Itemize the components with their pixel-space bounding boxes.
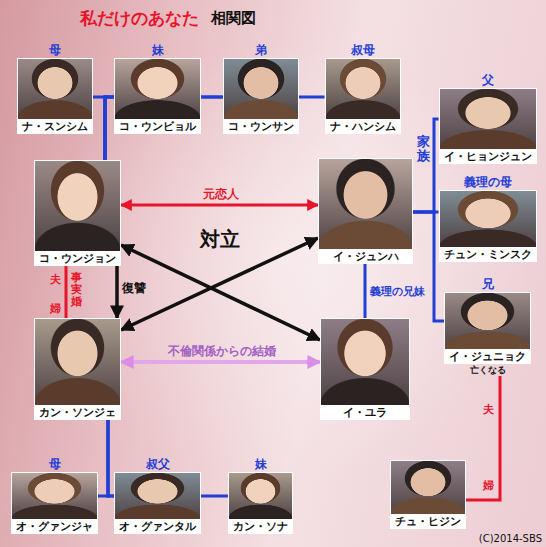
chart-title: 私だけのあなた (80, 7, 199, 30)
person-name: オ・グァンタル (114, 520, 201, 534)
portrait-photo (34, 318, 121, 406)
person-name: イ・ヒョンジュン (439, 150, 537, 164)
person-card: 妹コ・ウンビョル (114, 42, 201, 134)
chart-subtitle: 相関図 (211, 9, 256, 28)
person-name: コ・ウンサン (223, 120, 299, 134)
note-text: 亡くなる (444, 364, 531, 376)
relation-label: 義理の兄妹 (370, 284, 425, 299)
relation-line (364, 264, 367, 318)
person-name: ナ・スンシム (17, 120, 93, 134)
relation-line (121, 238, 318, 330)
relation-label: 元恋人 (203, 186, 239, 203)
portrait-photo (390, 460, 466, 515)
relation-note: 婦 (483, 478, 494, 493)
person-card: イ・ユラ (320, 318, 410, 420)
relation-heading: 妹 (114, 42, 201, 58)
person-card: チュ・ヒジン (390, 460, 466, 529)
portrait-photo (223, 58, 299, 120)
relation-line (93, 97, 106, 160)
portrait-photo (439, 190, 537, 248)
person-name: イ・ユラ (320, 406, 410, 420)
relation-line (121, 204, 318, 207)
relation-note: 対立 (200, 226, 240, 253)
portrait-photo (325, 58, 401, 120)
portrait-photo (439, 88, 537, 150)
person-name: コ・ウンビョル (114, 120, 201, 134)
relation-line (121, 360, 320, 364)
person-card: イ・ジュンハ (318, 158, 413, 264)
person-name: コ・ウンジョン (34, 252, 121, 266)
person-name: ナ・ハンシム (325, 120, 401, 134)
person-card: 弟コ・ウンサン (223, 42, 299, 134)
person-card: 父イ・ヒョンジュン (439, 72, 537, 164)
person-card: カン・ソンジェ (34, 318, 121, 420)
relation-note: 婦 (50, 301, 61, 316)
relation-line (466, 376, 501, 500)
relation-note: 夫 (483, 402, 494, 417)
copyright-note: (C)2014-SBS (479, 533, 542, 544)
portrait-photo (320, 318, 410, 406)
person-card: 妹カン・ソナ (228, 456, 293, 534)
relation-heading: 義理の母 (439, 174, 537, 190)
relation-note: 夫 (50, 272, 61, 287)
relation-heading: 兄 (444, 276, 531, 292)
relation-heading: 父 (439, 72, 537, 88)
portrait-photo (17, 58, 93, 120)
person-name: イ・ジュニョク (444, 350, 531, 364)
relation-line (115, 266, 119, 318)
person-card: 義理の母チュン・ミンスク (439, 174, 537, 262)
relation-line (413, 119, 439, 212)
relation-heading: 弟 (223, 42, 299, 58)
person-card: 兄イ・ジュニョク亡くなる (444, 276, 531, 376)
person-name: オ・グァンジャ (11, 520, 98, 534)
person-card: 叔母ナ・ハンシム (325, 42, 401, 134)
relation-heading: 叔父 (114, 456, 201, 472)
relation-heading: 母 (11, 456, 98, 472)
person-card: コ・ウンジョン (34, 160, 121, 266)
relation-heading: 母 (17, 42, 93, 58)
person-name: チュン・ミンスク (439, 248, 537, 262)
portrait-photo (318, 158, 413, 250)
relation-heading: 叔母 (325, 42, 401, 58)
person-card: 叔父オ・グァンタル (114, 456, 201, 534)
relation-label: 不倫関係からの結婚 (168, 343, 276, 360)
relation-heading: 妹 (228, 456, 293, 472)
portrait-photo (114, 58, 201, 120)
relation-line (65, 266, 68, 318)
person-name: イ・ジュンハ (318, 250, 413, 264)
relation-note: 家族 (417, 135, 430, 164)
person-name: チュ・ヒジン (390, 515, 466, 529)
portrait-photo (34, 160, 121, 252)
person-card: 母オ・グァンジャ (11, 456, 98, 534)
relation-label: 復讐 (122, 280, 146, 297)
person-name: カン・ソナ (228, 520, 293, 534)
portrait-photo (228, 472, 293, 520)
relation-label: 事実婚 (71, 272, 82, 308)
portrait-photo (11, 472, 98, 520)
person-name: カン・ソンジェ (34, 406, 121, 420)
portrait-photo (114, 472, 201, 520)
relation-line (121, 245, 320, 340)
person-card: 母ナ・スンシム (17, 42, 93, 134)
portrait-photo (444, 292, 531, 350)
